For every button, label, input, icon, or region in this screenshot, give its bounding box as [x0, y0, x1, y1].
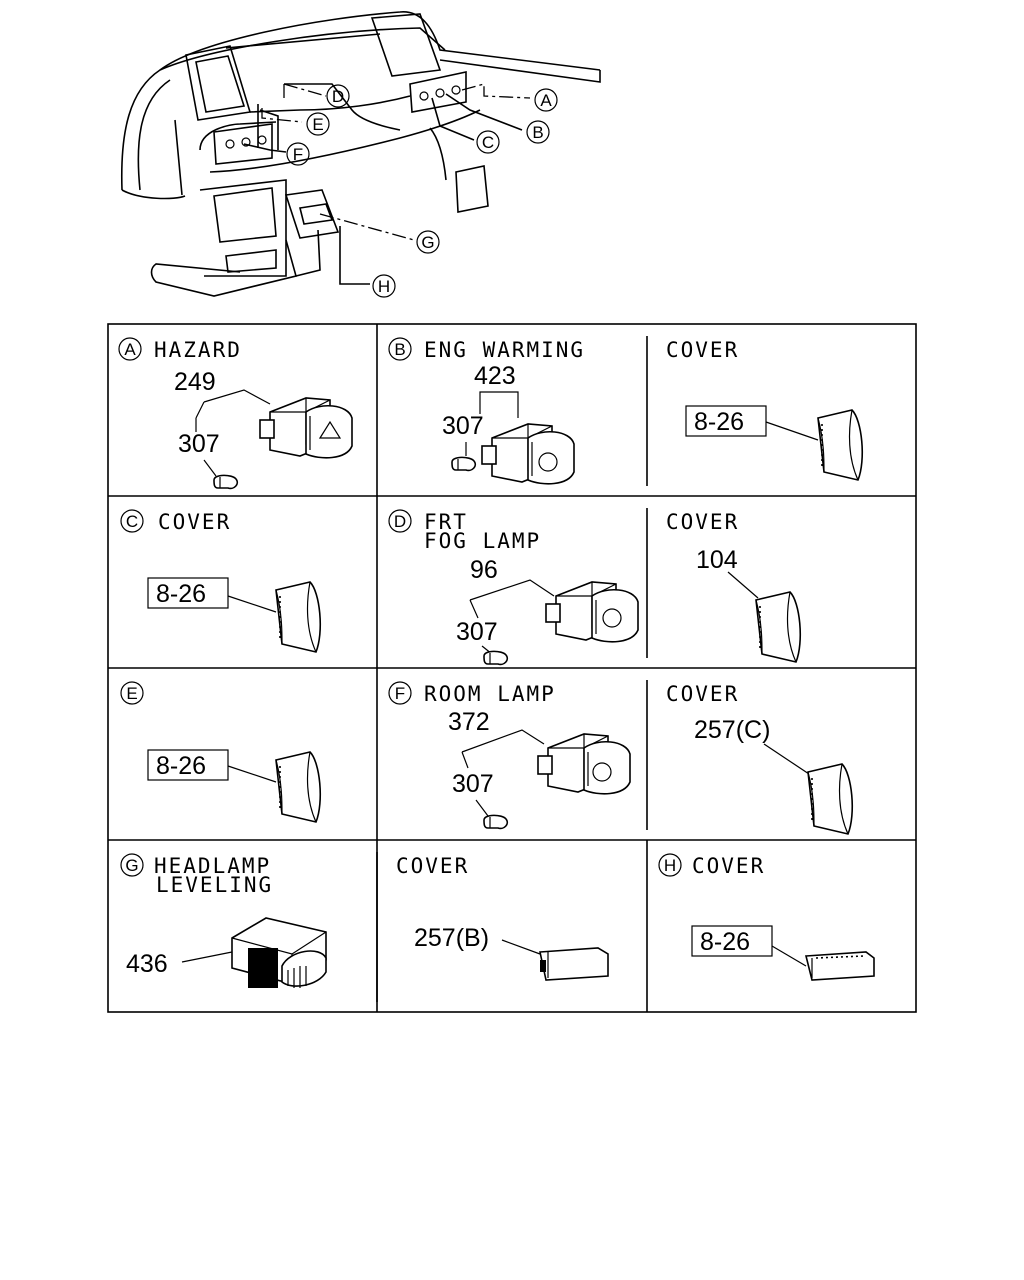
svg-text:B: B: [532, 123, 543, 142]
part-number: 257(C): [694, 716, 770, 744]
cell-frt-fog-lamp: D FRT FOG LAMP 96 307: [388, 509, 639, 666]
cell-cover-h: H COVER 8-26: [658, 853, 875, 981]
part-number: 257(B): [414, 924, 489, 952]
part-number: 96: [470, 556, 498, 584]
cell-cover-c: C COVER 8-26: [120, 509, 322, 653]
ref-label: 8-26: [700, 928, 750, 956]
cell-e: E 8-26: [120, 681, 322, 823]
ref-label: 8-26: [156, 580, 206, 608]
eng-warming-switch-icon: [481, 423, 575, 485]
cell-callout: G: [125, 856, 138, 875]
cover-icon: [817, 409, 864, 481]
cell-eng-warming: B ENG WARMING 423 307: [388, 337, 585, 485]
fog-lamp-switch-icon: [545, 581, 639, 643]
hazard-switch-icon: [259, 397, 353, 459]
cell-title: ENG WARMING: [424, 338, 585, 362]
bulb-icon: [213, 474, 239, 490]
svg-text:A: A: [540, 91, 552, 110]
bulb-icon: [483, 814, 509, 830]
callout-h: H: [372, 274, 396, 298]
cell-title-line2: LEVELING: [156, 873, 273, 897]
cell-room-lamp: F ROOM LAMP 372 307: [388, 681, 631, 830]
cell-cover-1: COVER 8-26: [666, 338, 864, 481]
cell-callout: B: [394, 340, 405, 359]
cell-title: COVER: [692, 854, 765, 878]
part-number: 104: [696, 546, 738, 574]
callout-e: E: [306, 112, 330, 136]
cell-title: HEADLAMP: [154, 854, 271, 878]
cell-callout: F: [395, 684, 405, 703]
part-number: 249: [174, 368, 216, 396]
callout-d: D: [326, 84, 350, 108]
bulb-icon: [451, 456, 477, 472]
part-number: 307: [452, 770, 494, 798]
cell-callout: E: [126, 684, 137, 703]
room-lamp-switch-icon: [537, 733, 631, 795]
cell-title: HAZARD: [154, 338, 242, 362]
dashboard-illustration: [120, 11, 601, 297]
part-number: 436: [126, 950, 168, 978]
cell-title: COVER: [666, 682, 739, 706]
dashboard-callouts: A B C D E F G H: [286, 84, 558, 298]
cell-title: COVER: [158, 510, 231, 534]
cell-callout: D: [394, 512, 406, 531]
leveling-switch-icon: [231, 917, 327, 988]
svg-text:D: D: [332, 87, 344, 106]
cell-cover-104: COVER 104: [666, 510, 802, 663]
svg-text:G: G: [421, 233, 434, 252]
cell-title: COVER: [666, 510, 739, 534]
cover-icon: [275, 581, 322, 653]
svg-text:C: C: [482, 133, 494, 152]
callout-c: C: [476, 130, 500, 154]
cover-icon: [275, 751, 322, 823]
part-number: 307: [442, 412, 484, 440]
svg-text:E: E: [312, 115, 323, 134]
cover-icon: [807, 763, 854, 835]
cell-title: ROOM LAMP: [424, 682, 556, 706]
cell-title: FRT: [424, 510, 468, 534]
cell-callout: C: [126, 512, 138, 531]
cell-cover-257c: COVER 257(C): [666, 682, 854, 835]
cover-icon: [755, 591, 802, 663]
part-number: 372: [448, 708, 490, 736]
part-number: 307: [456, 618, 498, 646]
parts-grid: [107, 323, 917, 1013]
part-number: 307: [178, 430, 220, 458]
cell-title: COVER: [666, 338, 739, 362]
cell-cover-257b: COVER 257(B): [396, 854, 609, 981]
callout-f: F: [286, 142, 310, 166]
callout-g: G: [416, 230, 440, 254]
bulb-icon: [483, 650, 509, 666]
cell-title-line2: FOG LAMP: [424, 529, 541, 553]
svg-text:F: F: [293, 145, 303, 164]
ref-label: 8-26: [694, 408, 744, 436]
ref-label: 8-26: [156, 752, 206, 780]
cover-257b-icon: [539, 947, 609, 981]
part-number: 423: [474, 362, 516, 390]
cell-callout: A: [124, 340, 136, 359]
callout-a: A: [534, 88, 558, 112]
cover-h-icon: [804, 951, 875, 981]
cell-callout: H: [664, 856, 676, 875]
cell-title: COVER: [396, 854, 469, 878]
cell-hazard: A HAZARD 249 307: [118, 337, 353, 490]
svg-text:H: H: [378, 277, 390, 296]
callout-b: B: [526, 120, 550, 144]
cell-headlamp-leveling: G HEADLAMP LEVELING 436: [120, 853, 327, 988]
